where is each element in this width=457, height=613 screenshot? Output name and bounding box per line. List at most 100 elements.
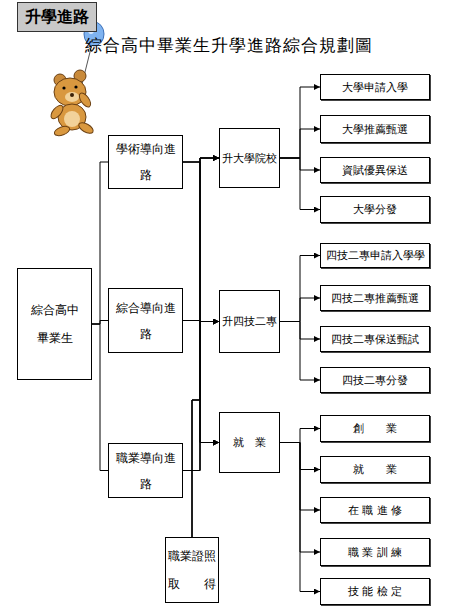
- node-label: 技 能 檢 定: [348, 584, 403, 599]
- connector-line: [192, 400, 219, 537]
- node-label: 學術導向進路: [115, 136, 176, 188]
- node-label: 四技二專推薦甄選: [331, 291, 419, 306]
- node-label: 升大學院校: [222, 151, 277, 166]
- route-box: 大學推薦甄選: [320, 115, 430, 143]
- node-label: 大學推薦甄選: [342, 122, 408, 137]
- connector-line: [192, 158, 219, 537]
- goal-box: 升四技二專: [219, 290, 280, 353]
- connector-line: [280, 429, 320, 443]
- node-text-group: 升大學院校: [222, 151, 277, 166]
- node-text-group: 四技二專推薦甄選: [331, 291, 419, 306]
- track-box: 職業導向進路: [108, 443, 183, 498]
- node-text-group: 四技二專保送甄試: [331, 332, 419, 347]
- node-text-group: 創 業: [353, 421, 397, 436]
- connector-line: [183, 158, 219, 162]
- node-text-group: 四技二專申請入學學: [326, 248, 425, 263]
- node-text-group: 職業導向進路: [115, 445, 176, 497]
- diagram-title: 綜合高中畢業生升學進路綜合規劃圖: [0, 34, 457, 57]
- node-label: 在 職 進 修: [348, 503, 403, 518]
- connector-line: [280, 129, 320, 158]
- node-label: 綜合高中畢業生: [30, 296, 79, 352]
- connector-line: [280, 443, 320, 511]
- node-label: 升四技二專: [222, 314, 277, 329]
- connector-line: [183, 158, 219, 321]
- route-box: 在 職 進 修: [320, 497, 430, 523]
- node-label: 四技二專分發: [342, 373, 408, 388]
- node-text-group: 在 職 進 修: [348, 503, 403, 518]
- track-box: 學術導向進路: [108, 135, 183, 189]
- connector-line: [183, 162, 219, 443]
- route-box: 大學分發: [320, 196, 430, 223]
- connector-line: [183, 443, 219, 471]
- node-text-group: 大學推薦甄選: [342, 122, 408, 137]
- connector-line: [92, 162, 108, 324]
- route-box: 資賦優異保送: [320, 157, 430, 183]
- connector-line: [280, 298, 320, 322]
- bear-arm: [77, 91, 93, 109]
- connector-line: [280, 158, 320, 210]
- node-text-group: 綜合高中畢業生: [30, 296, 79, 352]
- source-box: 綜合高中畢業生: [17, 268, 92, 380]
- connector-line: [280, 158, 320, 170]
- node-text-group: 大學申請入學: [342, 80, 408, 95]
- route-box: 就 業: [320, 456, 430, 483]
- bear-arm: [49, 103, 65, 120]
- bear-nose: [70, 93, 74, 97]
- goal-box: 升大學院校: [219, 128, 280, 188]
- node-label: 大學申請入學: [342, 80, 408, 95]
- node-label: 職 業 訓 練: [348, 545, 403, 560]
- connector-line: [183, 162, 219, 322]
- goal-box: 就 業: [219, 412, 280, 473]
- section-tag: 升學進路: [17, 2, 97, 32]
- bear-leg: [77, 121, 95, 136]
- route-box: 技 能 檢 定: [320, 578, 430, 605]
- node-text-group: 就 業: [353, 462, 397, 477]
- connector-line: [92, 324, 108, 471]
- node-label: 創 業: [353, 421, 397, 436]
- bear-leg: [53, 125, 71, 138]
- node-text-group: 升四技二專: [222, 314, 277, 329]
- connector-line: [280, 322, 320, 381]
- connector-line: [183, 321, 219, 443]
- track-box: 綜合導向進路: [108, 288, 183, 353]
- node-label: 就 業: [233, 435, 266, 450]
- bear-muzzle: [65, 92, 79, 102]
- node-text-group: 技 能 檢 定: [348, 584, 403, 599]
- connector-line: [183, 322, 219, 471]
- node-text-group: 資賦優異保送: [342, 163, 408, 178]
- connector-line: [280, 443, 320, 553]
- node-text-group: 職 業 訓 練: [348, 545, 403, 560]
- bear-eye: [74, 85, 77, 88]
- node-text-group: 就 業: [233, 435, 266, 450]
- route-box: 四技二專分發: [320, 367, 430, 393]
- route-box: 創 業: [320, 415, 430, 442]
- node-label: 資賦優異保送: [342, 163, 408, 178]
- node-label: 四技二專申請入學學: [326, 248, 425, 263]
- connector-line: [183, 321, 219, 322]
- node-text-group: 大學分發: [353, 202, 397, 217]
- route-box: 職 業 訓 練: [320, 538, 430, 566]
- bear-eye: [62, 86, 65, 89]
- connector-line: [280, 256, 320, 322]
- node-label: 四技二專保送甄試: [331, 332, 419, 347]
- node-label: 就 業: [353, 462, 397, 477]
- node-label: 職業證照 取 得: [168, 542, 216, 598]
- connector-line: [280, 322, 320, 340]
- route-box: 四技二專申請入學學: [320, 243, 430, 268]
- bear-belly: [64, 111, 80, 127]
- connector-line: [280, 443, 320, 470]
- node-text-group: 職業證照 取 得: [168, 542, 216, 598]
- node-label: 大學分發: [353, 202, 397, 217]
- route-box: 大學申請入學: [320, 74, 430, 100]
- connector-line: [192, 322, 219, 538]
- connector-line: [183, 158, 219, 471]
- node-label: 綜合導向進路: [115, 295, 176, 347]
- certificate-box: 職業證照 取 得: [165, 537, 219, 603]
- node-text-group: 四技二專分發: [342, 373, 408, 388]
- connector-line: [92, 321, 108, 325]
- node-text-group: 升學進路: [25, 7, 89, 28]
- node-label: 職業導向進路: [115, 445, 176, 497]
- connector-line: [280, 443, 320, 592]
